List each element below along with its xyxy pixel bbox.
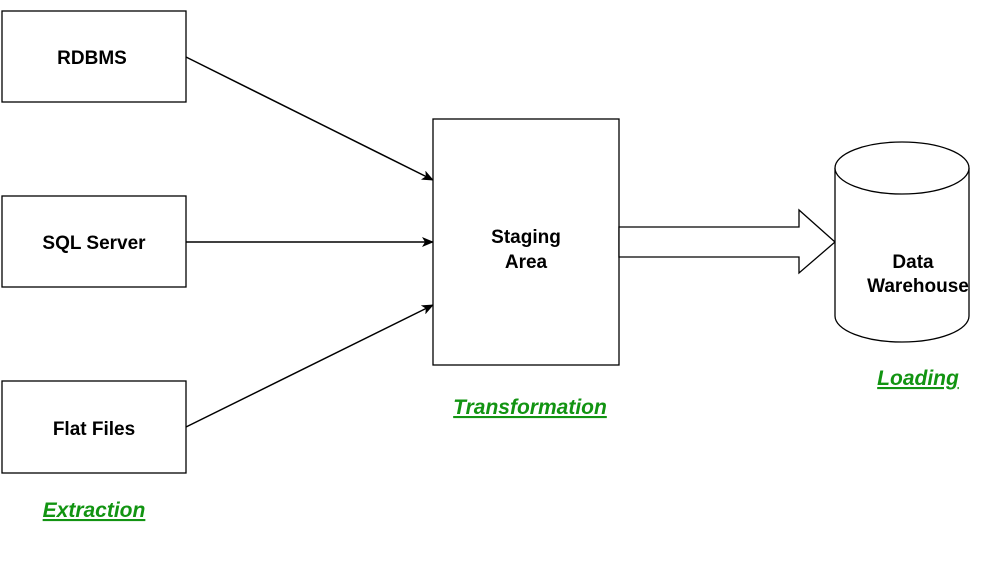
- source-box-sql-server: SQL Server: [1, 195, 187, 288]
- warehouse-label-line-1: Data: [892, 252, 934, 273]
- source-label-rdbms: RDBMS: [57, 48, 127, 69]
- arrow-flat-files-to-staging: [185, 304, 434, 428]
- phase-label-transformation: Transformation: [453, 396, 607, 419]
- staging-area-box: Staging Area: [432, 118, 620, 366]
- source-label-flat-files: Flat Files: [53, 419, 135, 440]
- data-warehouse-cylinder: Data Warehouse: [834, 141, 970, 343]
- source-box-rdbms: RDBMS: [1, 10, 187, 103]
- arrow-rdbms-to-staging: [185, 56, 434, 181]
- staging-label-line-2: Area: [505, 252, 548, 273]
- source-box-flat-files: Flat Files: [1, 380, 187, 474]
- staging-label-line-1: Staging: [491, 227, 561, 248]
- phase-label-loading: Loading: [877, 367, 959, 390]
- phase-label-extraction: Extraction: [43, 499, 146, 522]
- warehouse-label-line-2: Warehouse: [867, 276, 969, 297]
- block-arrow-staging-to-warehouse: [618, 208, 836, 275]
- source-label-sql-server: SQL Server: [42, 233, 146, 254]
